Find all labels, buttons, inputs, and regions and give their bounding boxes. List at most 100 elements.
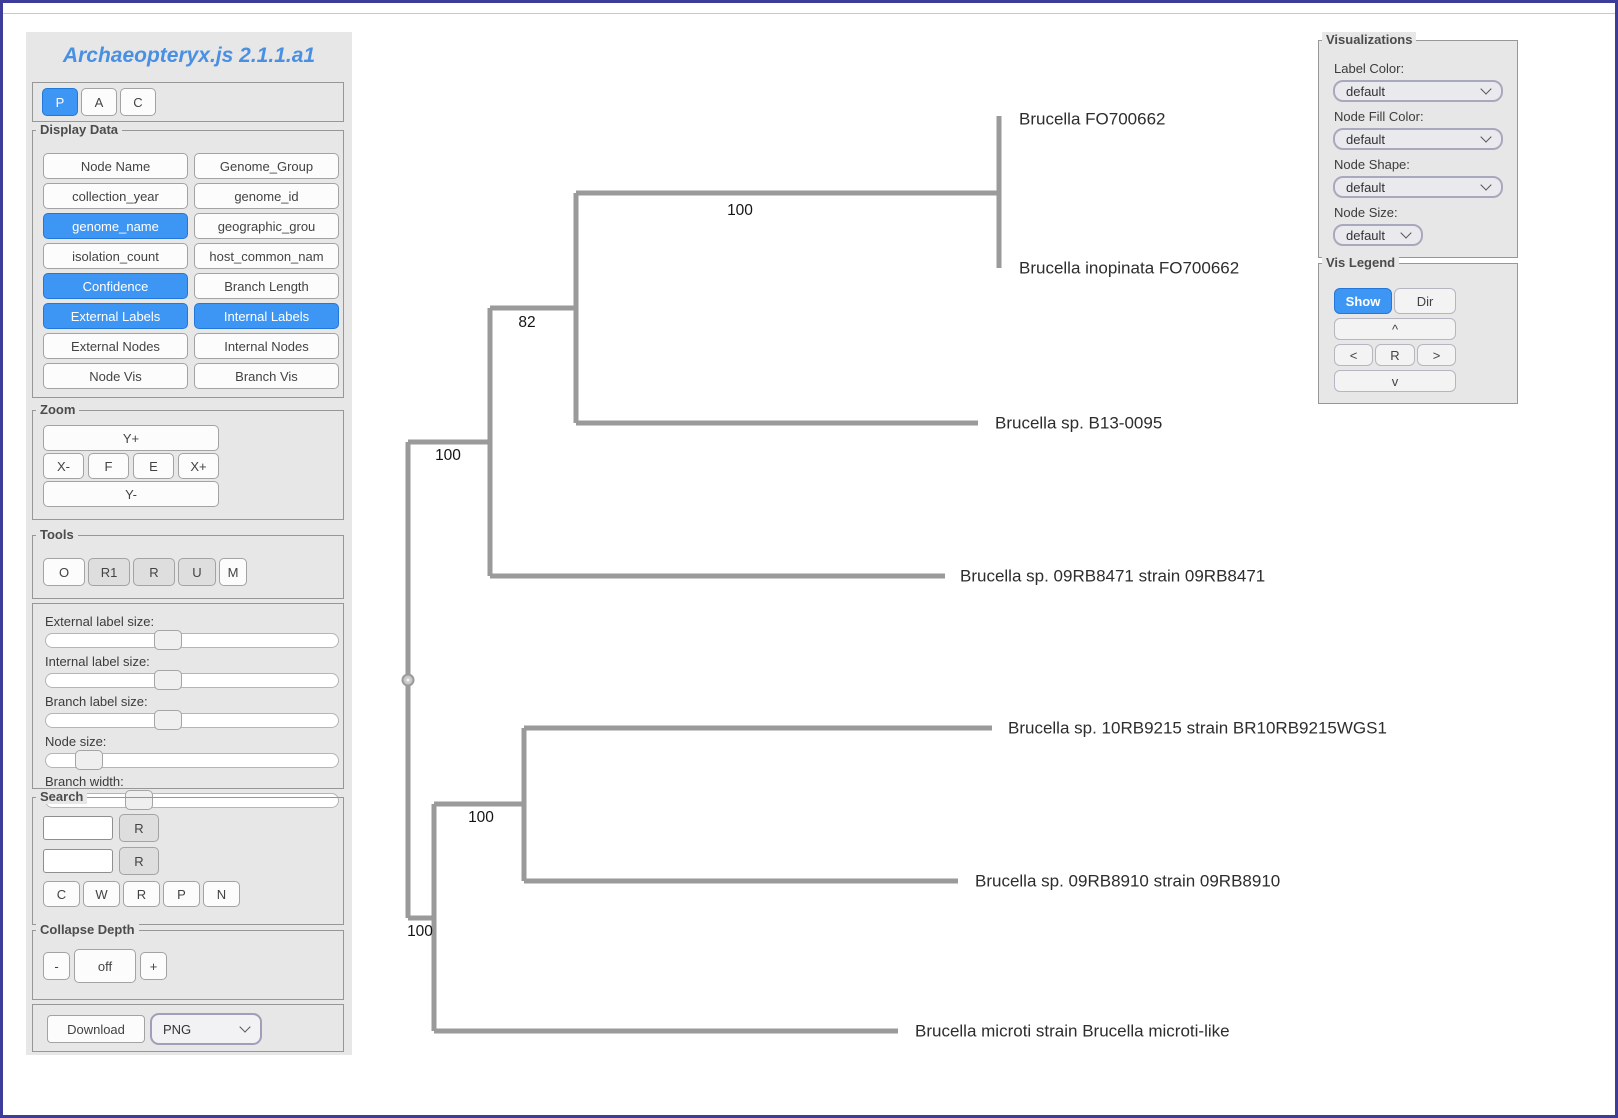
display-toggle-branch-length[interactable]: Branch Length [194,273,339,299]
node-fill-color-value: default [1346,131,1386,147]
zoom-expand-button[interactable]: E [133,453,174,479]
collapse-depth-section: Collapse Depth -off+ [32,922,344,1000]
search-reset-button-1[interactable]: R [119,814,159,842]
node-size-slider[interactable] [45,750,339,770]
vis-legend-legend: Vis Legend [1322,255,1400,270]
tool-r-button[interactable]: R [133,558,175,586]
node-size-label: Node Size: [1334,205,1398,220]
download-format-select[interactable]: PNG [150,1013,262,1045]
display-toggle-external-labels[interactable]: External Labels [43,303,188,329]
search-option-c-button[interactable]: C [43,881,80,907]
leaf-label[interactable]: Brucella sp. B13-0095 [995,414,1162,433]
display-toggle-node-vis[interactable]: Node Vis [43,363,188,389]
branch-width-label: Branch width: [45,774,124,789]
vis-legend-show-button[interactable]: Show [1334,288,1392,314]
tool-o-button[interactable]: O [43,558,85,586]
display-toggle-internal-labels[interactable]: Internal Labels [194,303,339,329]
vis-legend-move-up-button[interactable]: ^ [1334,318,1456,340]
leaf-label[interactable]: Brucella sp. 09RB8471 strain 09RB8471 [960,567,1265,586]
branch-label-size-slider[interactable] [45,710,339,730]
slider-thumb[interactable] [75,750,104,770]
download-button[interactable]: Download [47,1015,145,1043]
search-option-p-button[interactable]: P [163,881,200,907]
collapse-off-button[interactable]: off [74,949,136,983]
vis-legend-dir-button[interactable]: Dir [1394,288,1456,314]
display-toggle-isolation-count[interactable]: isolation_count [43,243,188,269]
confidence-label: 100 [435,447,461,464]
search-option-r-button[interactable]: R [123,881,160,907]
root-node-center [406,678,410,682]
vis-legend-reset-button[interactable]: R [1375,344,1415,366]
search-input-2[interactable] [43,849,113,873]
display-toggle-node-name[interactable]: Node Name [43,153,188,179]
leaf-label[interactable]: Brucella sp. 09RB8910 strain 09RB8910 [975,872,1280,891]
zoom-y-plus-button[interactable]: Y+ [43,425,219,451]
tool-m-button[interactable]: M [219,558,247,586]
chevron-down-icon [1480,131,1492,143]
node-shape-select[interactable]: default [1333,176,1503,198]
mode-button-a[interactable]: A [81,88,117,116]
search-reset-button-2[interactable]: R [119,847,159,875]
collapse-plus-button[interactable]: + [140,952,167,980]
download-section: Download PNG [32,1004,344,1052]
search-input-1[interactable] [43,816,113,840]
tool-r1-button[interactable]: R1 [88,558,130,586]
node-size-select[interactable]: default [1333,224,1423,246]
display-toggle-genome-name[interactable]: genome_name [43,213,188,239]
slider-thumb[interactable] [154,710,183,730]
branch-width-slider[interactable] [45,790,339,810]
display-toggle-geographic-grou[interactable]: geographic_grou [194,213,339,239]
display-toggle-genome-id[interactable]: genome_id [194,183,339,209]
slider-thumb[interactable] [125,790,154,810]
label-color-select[interactable]: default [1333,80,1503,102]
display-toggle-confidence[interactable]: Confidence [43,273,188,299]
slider-thumb[interactable] [154,630,183,650]
display-toggle-collection-year[interactable]: collection_year [43,183,188,209]
leaf-label[interactable]: Brucella FO700662 [1019,110,1165,129]
node-fill-color-label: Node Fill Color: [1334,109,1424,124]
mode-button-p[interactable]: P [42,88,78,116]
vis-legend-move-right-button[interactable]: > [1417,344,1456,366]
label-color-label: Label Color: [1334,61,1405,76]
chevron-down-icon [1480,179,1492,191]
tool-u-button[interactable]: U [178,558,216,586]
leaf-label[interactable]: Brucella sp. 10RB9215 strain BR10RB9215W… [1008,719,1387,738]
search-option-n-button[interactable]: N [203,881,240,907]
display-toggle-internal-nodes[interactable]: Internal Nodes [194,333,339,359]
node-size-value: default [1346,227,1386,243]
internal-label-size-label: Internal label size: [45,654,150,669]
collapse-minus-button[interactable]: - [43,952,70,980]
display-toggle-branch-vis[interactable]: Branch Vis [194,363,339,389]
display-toggle-genome-group[interactable]: Genome_Group [194,153,339,179]
leaf-label[interactable]: Brucella inopinata FO700662 [1019,259,1239,278]
vis-legend-move-left-button[interactable]: < [1334,344,1373,366]
mode-button-c[interactable]: C [120,88,156,116]
zoom-x-plus-button[interactable]: X+ [178,453,219,479]
confidence-label: 100 [407,923,433,940]
search-legend: Search [36,789,88,804]
external-label-size-label: External label size: [45,614,155,629]
node-fill-color-select[interactable]: default [1333,128,1503,150]
slider-thumb[interactable] [154,670,183,690]
chevron-down-icon [239,1021,251,1033]
zoom-y-minus-button[interactable]: Y- [43,481,219,507]
leaf-label[interactable]: Brucella microti strain Brucella microti… [915,1022,1230,1041]
chevron-down-icon [1400,227,1412,239]
search-option-w-button[interactable]: W [83,881,120,907]
display-toggle-external-nodes[interactable]: External Nodes [43,333,188,359]
zoom-fit-button[interactable]: F [88,453,129,479]
internal-label-size-slider[interactable] [45,670,339,690]
external-label-size-slider[interactable] [45,630,339,650]
vis-legend-move-down-button[interactable]: v [1334,370,1456,392]
top-divider [3,13,1615,14]
display-toggle-host-common-nam[interactable]: host_common_nam [194,243,339,269]
zoom-x-minus-button[interactable]: X- [43,453,84,479]
